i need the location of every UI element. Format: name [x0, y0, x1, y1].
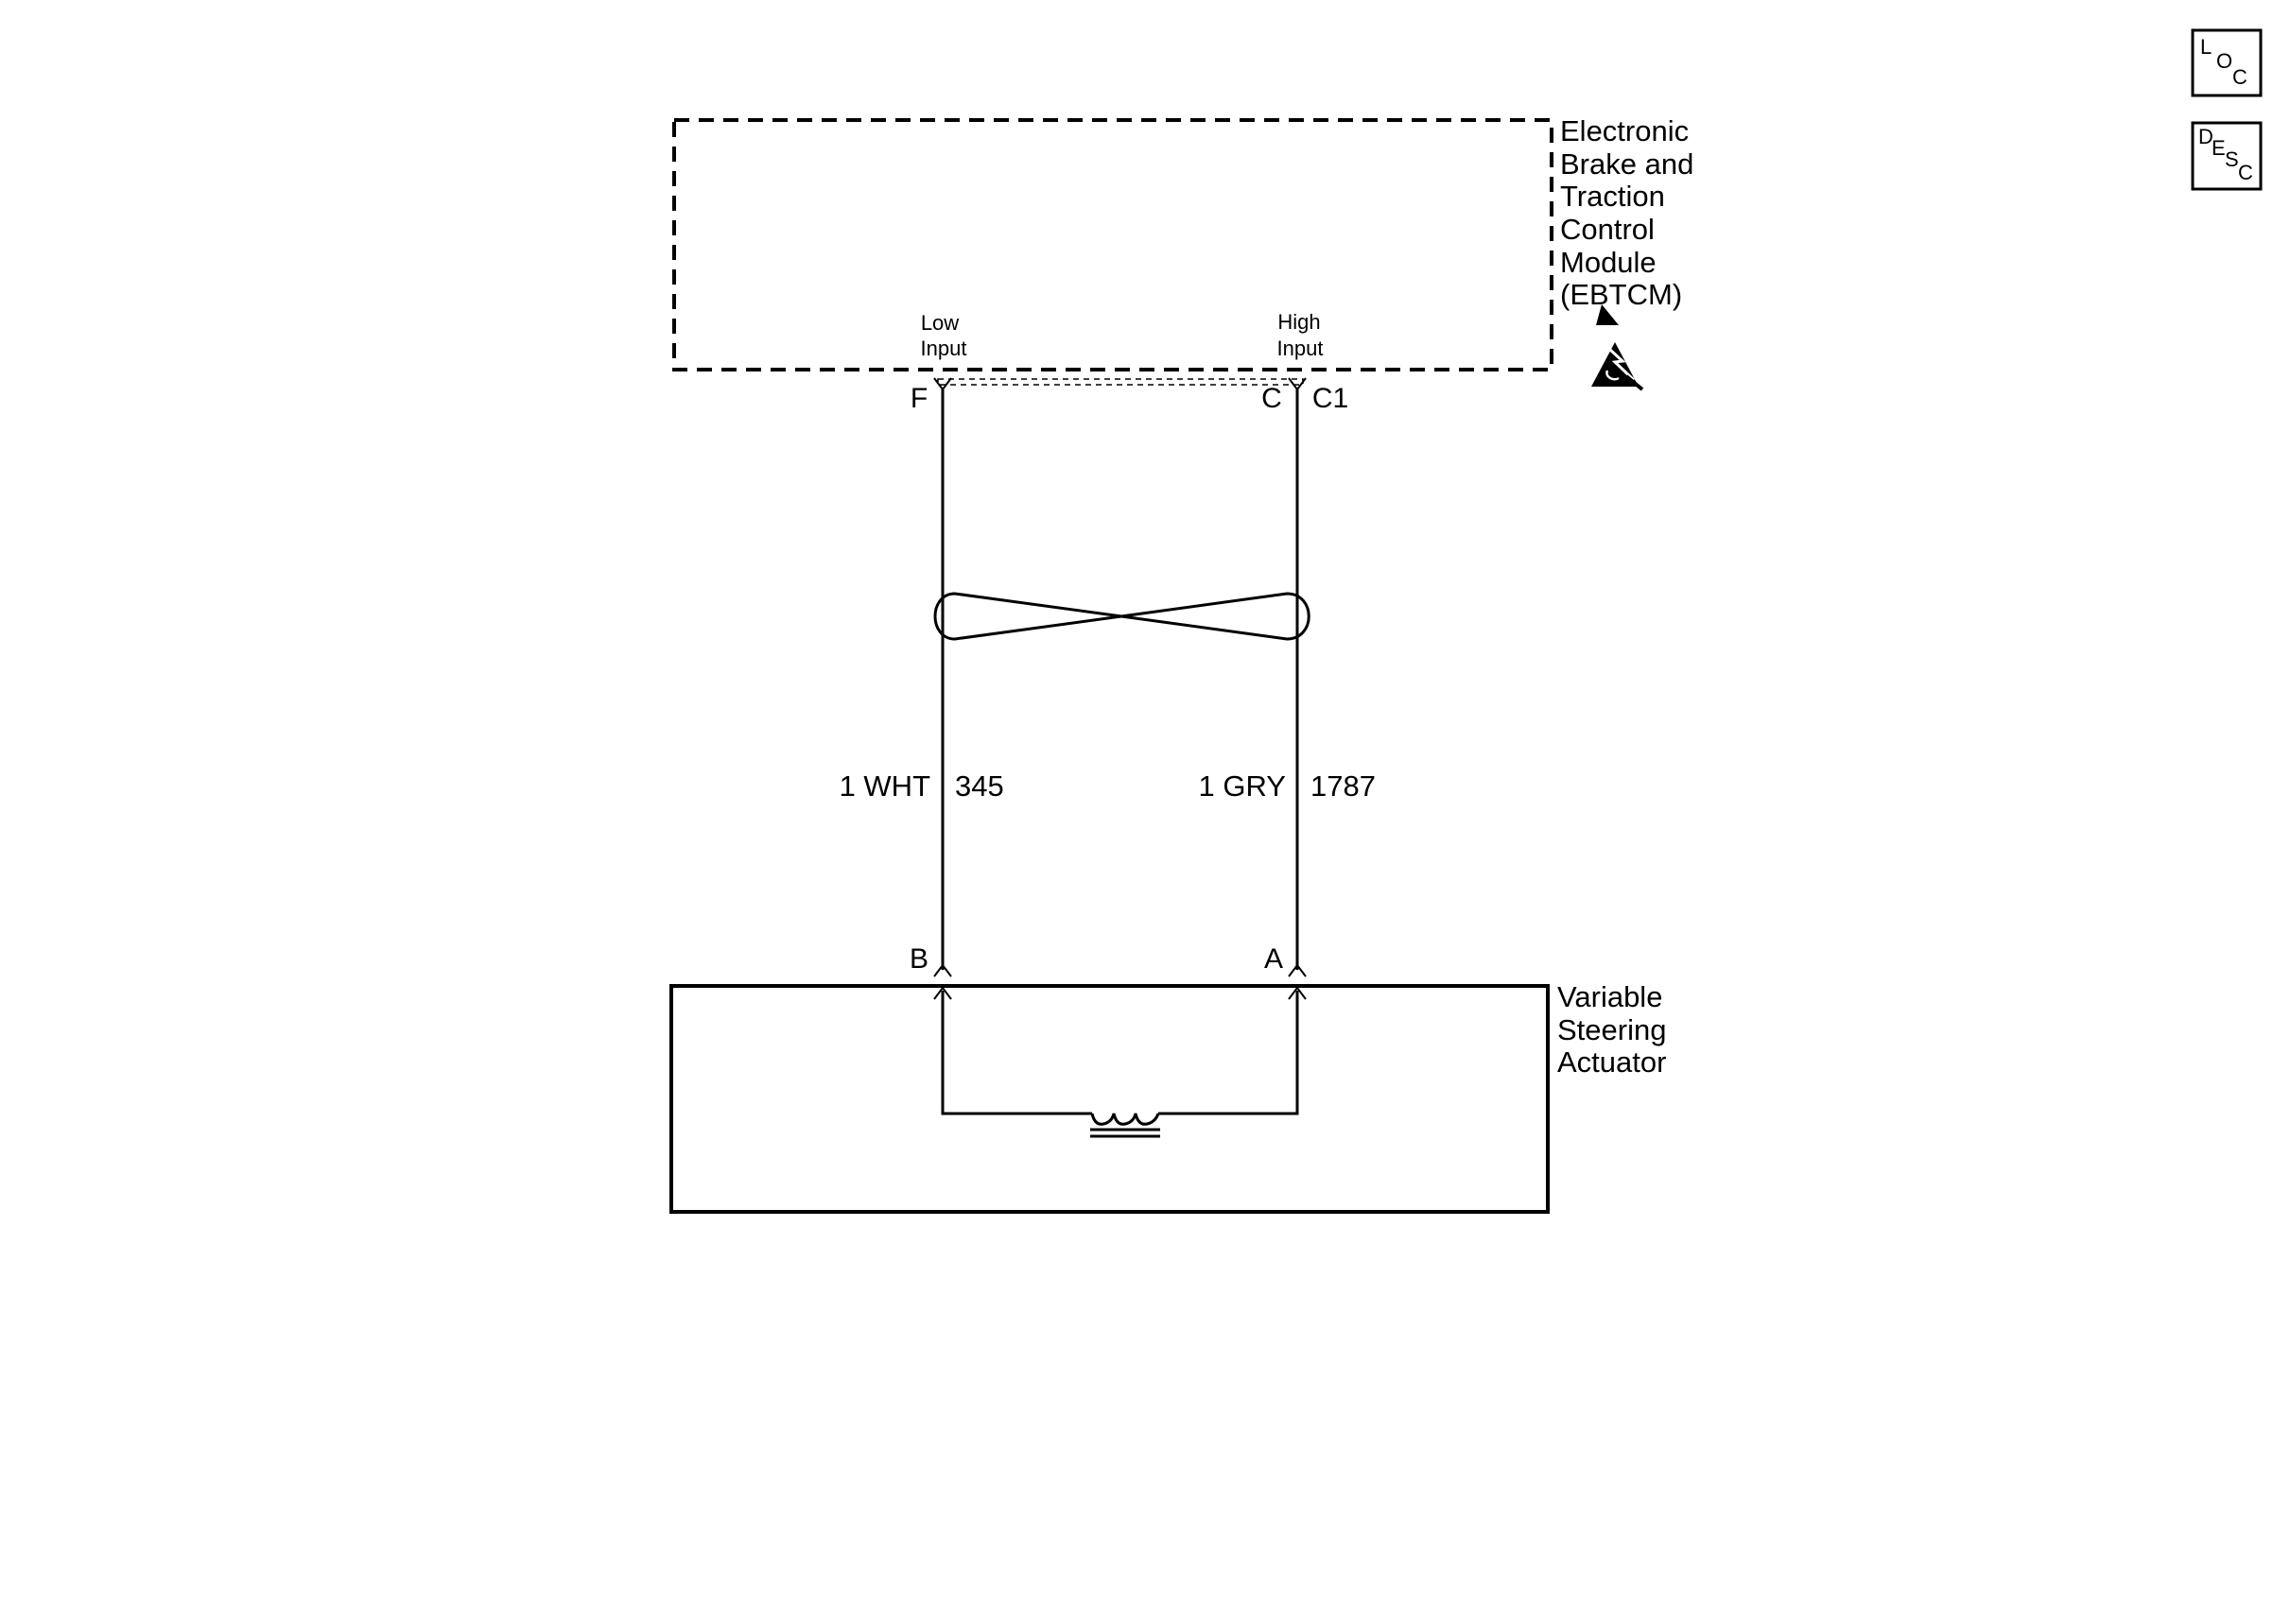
connector-c1-outline [937, 378, 1304, 386]
wire-low-color-label: 1 WHT [840, 769, 931, 803]
solenoid-coil-icon [1090, 1113, 1160, 1138]
desc-letter-s: S [2225, 147, 2239, 171]
loc-letter-o: O [2216, 49, 2232, 73]
pin-f-label: F [911, 383, 928, 414]
variable-steering-actuator: Variable Steering Actuator [669, 980, 1666, 1214]
ebtcm-dashed-outline [672, 118, 1553, 371]
wire-high-circuit-label: 1787 [1310, 769, 1376, 803]
high-input-label-1: High [1277, 310, 1320, 334]
wire-low-circuit-label: 345 [955, 769, 1004, 803]
wire-high-color-label: 1 GRY [1199, 769, 1286, 803]
desc-letter-e: E [2212, 136, 2226, 160]
actuator-label-line-2: Steering [1557, 1013, 1666, 1046]
actuator-label-line-3: Actuator [1557, 1045, 1666, 1079]
actuator-outline [669, 984, 1550, 1214]
high-input-label-2: Input [1277, 337, 1324, 360]
low-input-label-1: Low [921, 311, 959, 335]
desc-letter-d: D [2198, 125, 2213, 148]
pin-a-label: A [1264, 943, 1283, 975]
desc-letter-c: C [2238, 161, 2253, 184]
ebtcm-label-line-6: (EBTCM) [1560, 278, 1682, 311]
pin-c-label: C [1261, 383, 1282, 414]
connector-c1-label: C1 [1312, 383, 1348, 414]
ebtcm-module: Electronic Brake and Traction Control Mo… [672, 114, 1693, 391]
actuator-label-line-1: Variable [1557, 980, 1662, 1013]
pin-b-label: B [910, 943, 928, 975]
pin-b-terminal [933, 963, 952, 977]
pin-a-terminal [1288, 963, 1307, 977]
ebtcm-label-line-1: Electronic [1560, 114, 1689, 147]
desc-icon-button[interactable]: D E S C [2191, 121, 2263, 191]
internal-wire-left [941, 991, 1092, 1115]
ebtcm-label-line-5: Module [1560, 246, 1657, 279]
pin-a-internal [1288, 986, 1307, 1000]
loc-letter-l: L [2200, 35, 2212, 59]
esd-warning-icon [1591, 304, 1644, 391]
internal-wire-right [1158, 991, 1299, 1115]
ebtcm-label-line-4: Control [1560, 213, 1655, 246]
loc-letter-c: C [2232, 65, 2247, 89]
twisted-pair-symbol [933, 592, 1310, 641]
loc-icon-button[interactable]: L O C [2191, 28, 2263, 97]
low-input-label-2: Input [921, 337, 967, 360]
ebtcm-label-line-3: Traction [1560, 180, 1665, 213]
pin-b-internal [933, 986, 952, 1000]
ebtcm-label-line-2: Brake and [1560, 147, 1693, 181]
